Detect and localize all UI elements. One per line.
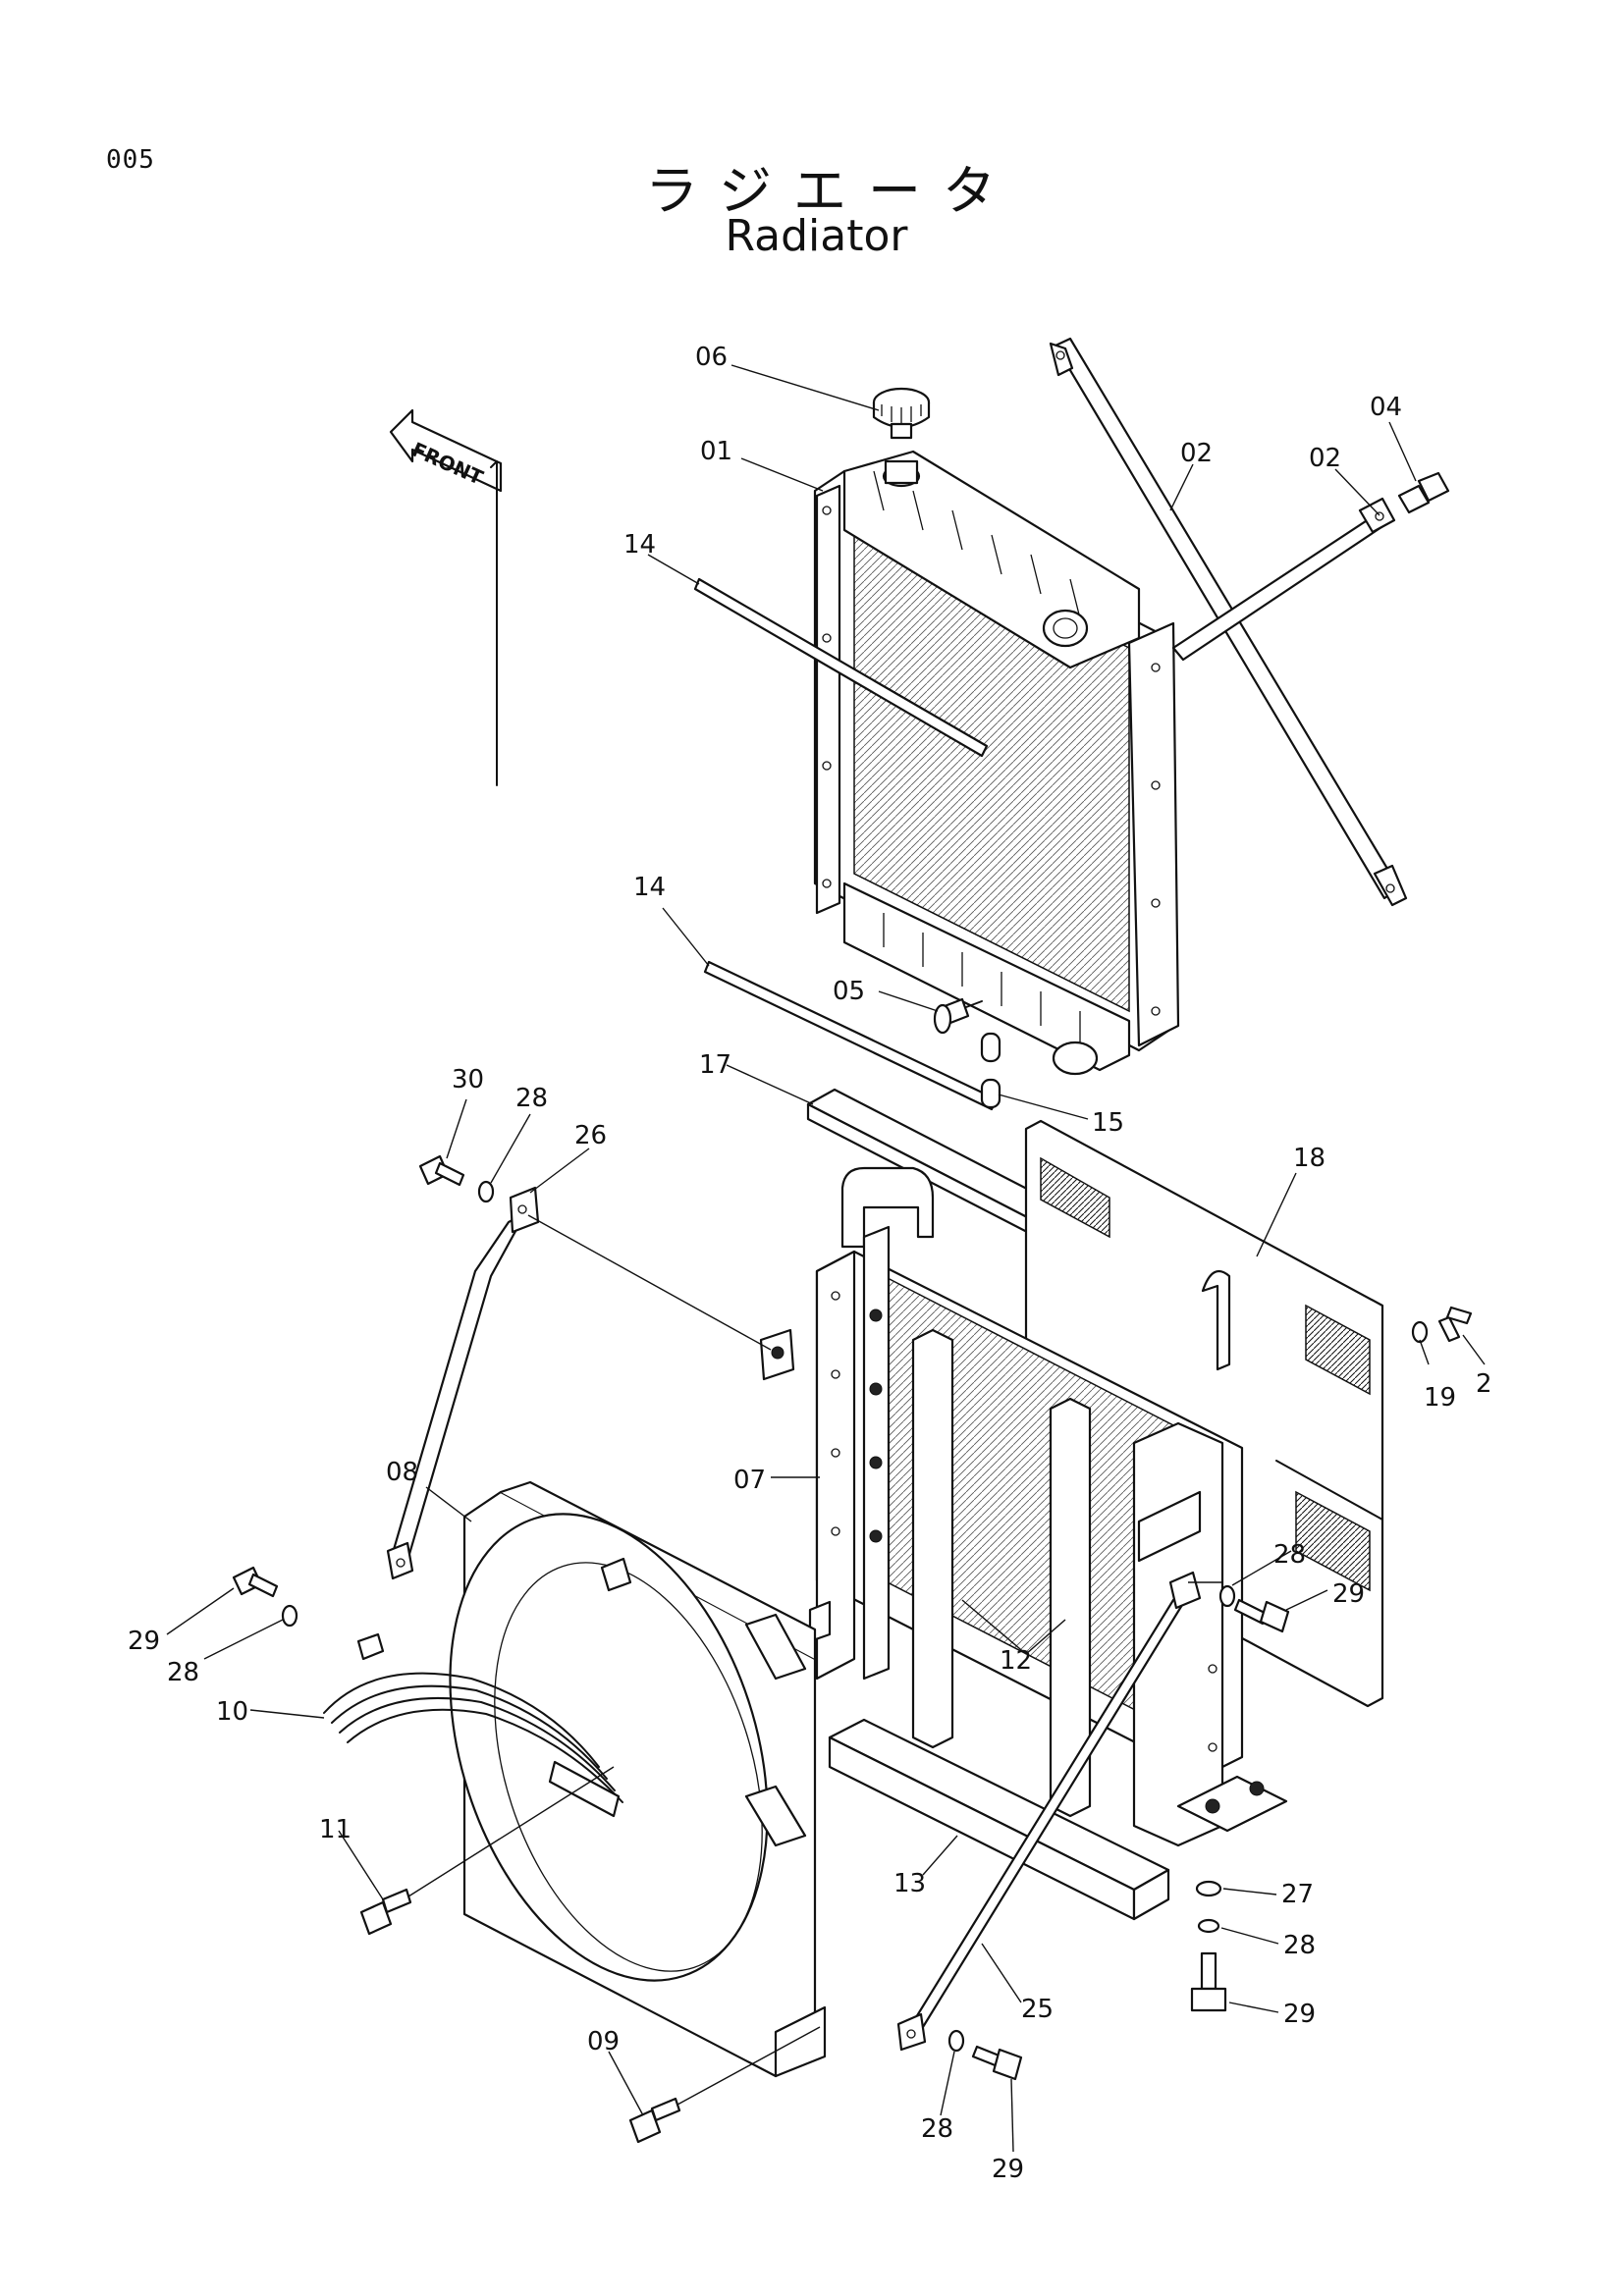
oil-cooler-core (808, 1166, 1288, 1847)
title-japanese: ラジエータ (645, 160, 1017, 222)
bolt-2 (1437, 1306, 1473, 1343)
callout-28-top: 28 (515, 1084, 548, 1113)
stay-rod-25 (896, 1571, 1222, 2052)
callout-28-lower-right: 28 (1283, 1931, 1316, 1960)
callout-06: 06 (695, 343, 728, 372)
seal-strip-upper (693, 577, 989, 758)
callout-26: 26 (574, 1121, 607, 1150)
washer-28e (947, 2029, 965, 2053)
callout-28-bottom: 28 (921, 2114, 953, 2144)
front-direction-arrow: FRONT (389, 408, 503, 786)
callout-15: 15 (1092, 1108, 1124, 1138)
washer-28a (477, 1180, 495, 1203)
callout-04: 04 (1370, 393, 1402, 422)
title-english: Radiator (725, 211, 908, 261)
callout-29-left: 29 (128, 1627, 160, 1656)
callout-19: 19 (1424, 1383, 1456, 1413)
callout-30: 30 (452, 1065, 484, 1095)
callout-09: 09 (587, 2027, 620, 2056)
radiator-core (813, 450, 1180, 1076)
bolt-29c (1190, 1951, 1227, 2012)
callout-28-left: 28 (167, 1658, 199, 1687)
leader-lines (166, 364, 1486, 2153)
bolt-09 (628, 2026, 821, 2144)
callout-08: 08 (386, 1458, 418, 1487)
bolt-04 (1397, 471, 1450, 514)
callout-11: 11 (319, 1815, 352, 1844)
stay-rod-short (1171, 497, 1396, 662)
bolt-11 (359, 1766, 615, 1936)
page-number: 005 (106, 145, 155, 175)
callout-01: 01 (700, 437, 732, 466)
callout-29-bottom: 29 (992, 2155, 1024, 2184)
washer-28c (281, 1604, 298, 1628)
callout-07: 07 (733, 1466, 766, 1495)
washer-19 (1411, 1320, 1429, 1344)
callout-14-lower: 14 (633, 873, 666, 902)
callout-02-stay: 02 (1180, 439, 1213, 468)
callout-29-right: 29 (1332, 1579, 1365, 1609)
washer-28b (1218, 1584, 1236, 1608)
washer-28d (1197, 1918, 1220, 1934)
washer-27 (1195, 1880, 1222, 1897)
callout-27: 27 (1281, 1880, 1314, 1909)
radiator-cap (872, 387, 931, 440)
callout-29-lower-right: 29 (1283, 2000, 1316, 2029)
callout-28-right: 28 (1273, 1540, 1306, 1570)
bolt-30 (418, 1154, 465, 1187)
callout-14-upper: 14 (623, 530, 656, 560)
spacer-block-13 (828, 1718, 1170, 1921)
callout-18: 18 (1293, 1144, 1325, 1173)
bolt-29b (1233, 1598, 1290, 1633)
bolt-29d (971, 2045, 1023, 2081)
callout-13: 13 (893, 1869, 926, 1898)
fan-shroud (449, 1480, 827, 2078)
callout-17: 17 (699, 1050, 731, 1080)
callout-12: 12 (1000, 1646, 1032, 1676)
callout-25: 25 (1021, 1995, 1054, 2024)
bolt-29a (232, 1566, 279, 1598)
hose-15 (980, 1032, 1001, 1109)
drain-cock (933, 997, 983, 1035)
stay-rod-26 (386, 1186, 772, 1580)
callout-05: 05 (833, 977, 865, 1006)
hose-guard-10 (323, 1632, 623, 1818)
callout-2: 2 (1476, 1369, 1492, 1399)
callout-02-short: 02 (1309, 444, 1341, 473)
callout-labels: 06 01 02 02 04 14 14 05 17 15 30 28 26 1… (128, 343, 1492, 2184)
callout-10: 10 (216, 1697, 248, 1727)
upper-bracket-26 (759, 1328, 795, 1381)
